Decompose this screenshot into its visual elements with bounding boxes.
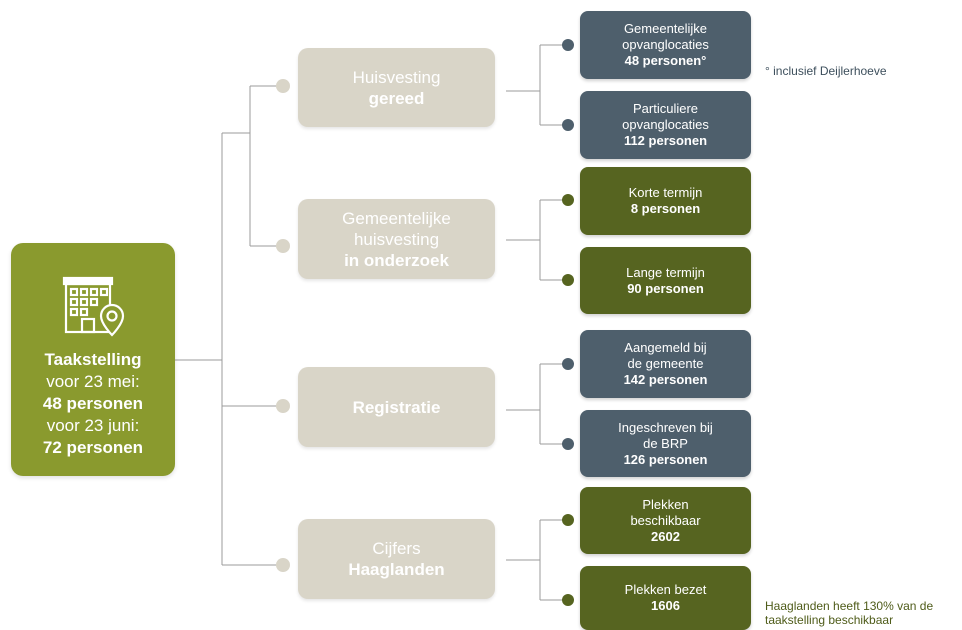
leaf-gemeentelijke-opvanglocaties: Gemeentelijke opvanglocaties 48 personen… [580,11,751,79]
leaf-lange-termijn: Lange termijn 90 personen [580,247,751,314]
leaf-node [562,119,574,131]
leaf-line-1: Aangemeld bij [624,340,707,355]
root-title: Taakstelling [44,350,142,369]
branch-gemeentelijke-huisvesting: Gemeentelijke huisvesting in onderzoek [298,199,495,279]
building-location-icon [62,276,125,337]
leaf-line-1: Ingeschreven bij [618,419,713,435]
branch-bold: Registratie [352,397,441,417]
leaf-line-1: Plekken bezet [624,582,707,597]
footnote-deijlerhoeve: ° inclusief Deijlerhoeve [765,64,887,78]
branch-node [276,239,290,253]
root-line-1: voor 23 mei: [46,372,140,391]
leaf-node [562,358,574,370]
leaf-line-2: opvanglocaties [622,37,709,52]
leaf-value: 2602 [651,528,680,544]
branch-line-1: Huisvesting [352,67,441,87]
leaf-node [562,194,574,206]
leaf-nodes [562,39,574,606]
leaf-node [562,39,574,51]
branch-bold: gereed [368,88,425,108]
leaf-value: 112 personen [623,133,708,148]
branch-bold: in onderzoek [344,250,449,270]
leaf-line-2: opvanglocaties [622,117,709,132]
leaf-line-1: Particuliere [632,101,699,116]
branch-line-2: huisvesting [353,229,440,249]
leaf-line-1: Lange termijn [626,264,705,280]
leaf-node [562,274,574,286]
leaf-particuliere-opvanglocaties: Particuliere opvanglocaties 112 personen [580,91,751,159]
leaf-value: 142 personen [623,372,708,387]
leaf-plekken-bezet: Plekken bezet 1606 [580,566,751,630]
leaf-line-1: Gemeentelijke [623,21,708,36]
branch-bold: Haaglanden [348,560,445,579]
leaf-ingeschreven-brp: Ingeschreven bij de BRP 126 personen [580,410,751,477]
leaf-value: 1606 [651,598,680,613]
branch-line-1: Gemeentelijke [342,208,451,228]
leaf-aangemeld-gemeente: Aangemeld bij de gemeente 142 personen [580,330,751,398]
branch-huisvesting-gereed: Huisvesting gereed [298,48,495,127]
leaf-line-2: beschikbaar [630,512,701,528]
root-line-4: 72 personen [42,438,144,457]
leaf-korte-termijn: Korte termijn 8 personen [580,167,751,235]
leaf-value: 8 personen [630,201,701,216]
leaf-value: 90 personen [627,280,704,296]
leaf-value: 126 personen [623,451,708,467]
branch-registratie: Registratie [298,367,495,447]
branch-node [276,558,290,572]
leaf-line-2: de gemeente [627,356,704,371]
leaf-plekken-beschikbaar: Plekken beschikbaar 2602 [580,487,751,554]
taakstelling-box: Taakstelling voor 23 mei: 48 personen vo… [11,243,175,476]
leaf-line-2: de BRP [643,435,688,451]
leaf-node [562,514,574,526]
branch-node [276,399,290,413]
branch-cijfers-haaglanden: Cijfers Haaglanden [298,519,495,599]
leaf-line-1: Korte termijn [628,185,703,200]
branch-nodes [276,79,290,572]
branch-line-1: Cijfers [372,539,421,558]
branch-node [276,79,290,93]
leaf-node [562,594,574,606]
root-line-3: voor 23 juni: [46,416,140,435]
note-haaglanden-capacity: Haaglanden heeft 130% van de taakstellin… [765,599,934,627]
leaf-value: 48 personen° [624,53,707,68]
root-line-2: 48 personen [42,394,144,413]
leaf-line-1: Plekken [642,496,689,512]
leaf-node [562,438,574,450]
